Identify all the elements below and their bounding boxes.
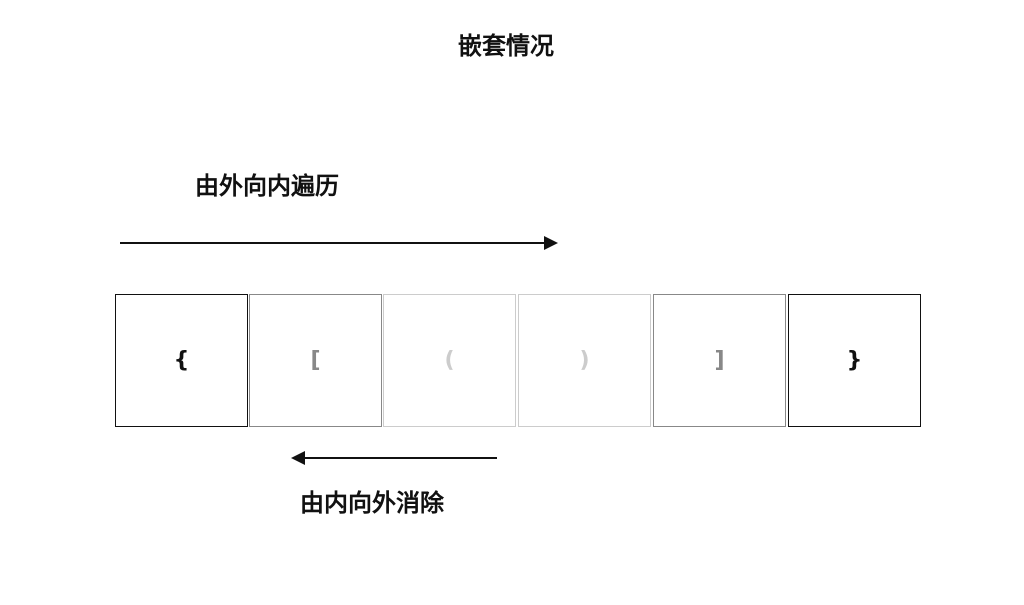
bracket-char: }: [846, 348, 863, 373]
bracket-char: [: [310, 348, 321, 373]
top-label: 由外向内遍历: [195, 172, 339, 200]
arrow-right: [120, 242, 548, 244]
bracket-cell: (: [383, 294, 516, 427]
bracket-cell: [: [249, 294, 382, 427]
bracket-char: {: [173, 348, 190, 373]
bracket-char: (: [444, 348, 455, 373]
bracket-cell: {: [115, 294, 248, 427]
bracket-cell: ): [518, 294, 651, 427]
diagram-title: 嵌套情况: [458, 32, 554, 60]
arrow-right-head-icon: [544, 236, 558, 250]
bracket-char: ): [579, 348, 590, 373]
arrow-left-head-icon: [291, 451, 305, 465]
arrow-left: [302, 457, 497, 459]
bracket-char: ]: [714, 348, 725, 373]
bracket-cell: }: [788, 294, 921, 427]
bracket-cell: ]: [653, 294, 786, 427]
bottom-label: 由内向外消除: [300, 489, 444, 517]
